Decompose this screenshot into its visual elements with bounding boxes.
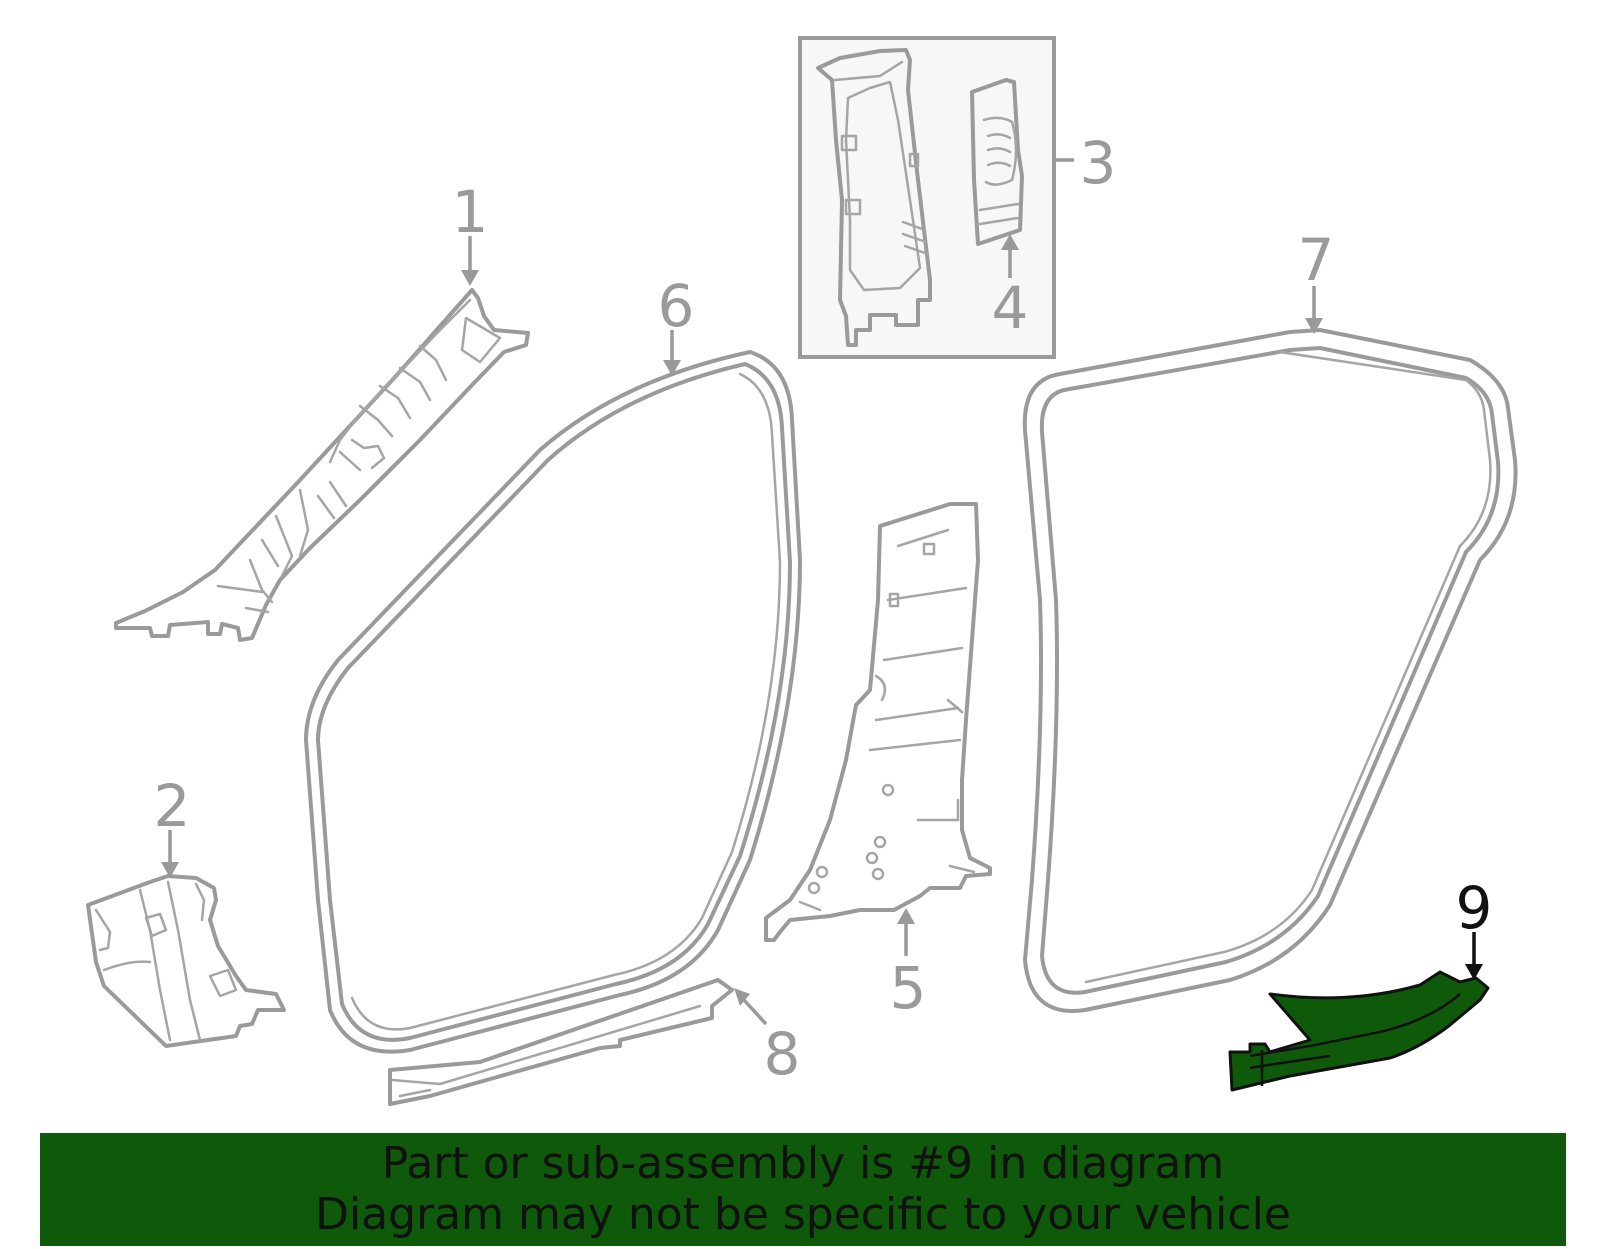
- leader-2: [161, 830, 179, 878]
- banner-line-1: Part or sub-assembly is #9 in diagram: [381, 1138, 1225, 1189]
- callout-8: 8: [764, 1020, 801, 1088]
- callout-3: 3: [1080, 129, 1117, 197]
- callout-6: 6: [658, 272, 695, 340]
- part-7-rear-door-weatherstrip[interactable]: [1022, 328, 1518, 1013]
- part-3-pillar-trim[interactable]: [816, 48, 932, 347]
- leader-4: [1001, 234, 1019, 278]
- leader-7: [1305, 286, 1323, 334]
- info-banner: Part or sub-assembly is #9 in diagram Di…: [40, 1133, 1566, 1246]
- part-1-front-pillar-trim[interactable]: [114, 288, 530, 642]
- callout-1: 1: [452, 178, 489, 246]
- callout-2: 2: [154, 772, 191, 840]
- part-9-highlighted-trim[interactable]: [1228, 970, 1490, 1092]
- part-2-cowl-side-trim[interactable]: [86, 874, 286, 1048]
- callout-4: 4: [992, 274, 1029, 342]
- leader-8: [734, 988, 768, 1026]
- leader-9: [1465, 932, 1483, 980]
- inset-box-parts-3-4: [798, 36, 1056, 359]
- part-8-scuff-plate[interactable]: [388, 978, 734, 1106]
- callout-9-highlighted: 9: [1456, 874, 1493, 942]
- part-5-center-pillar-lower-trim[interactable]: [764, 502, 992, 942]
- part-4-small-trim[interactable]: [970, 78, 1024, 246]
- leader-5: [897, 908, 915, 956]
- part-6-front-door-weatherstrip[interactable]: [304, 350, 802, 1054]
- leader-1: [461, 236, 479, 286]
- callout-5: 5: [890, 954, 927, 1022]
- banner-line-2: Diagram may not be specific to your vehi…: [315, 1189, 1291, 1240]
- callout-7: 7: [1298, 226, 1335, 294]
- leader-6: [663, 330, 681, 376]
